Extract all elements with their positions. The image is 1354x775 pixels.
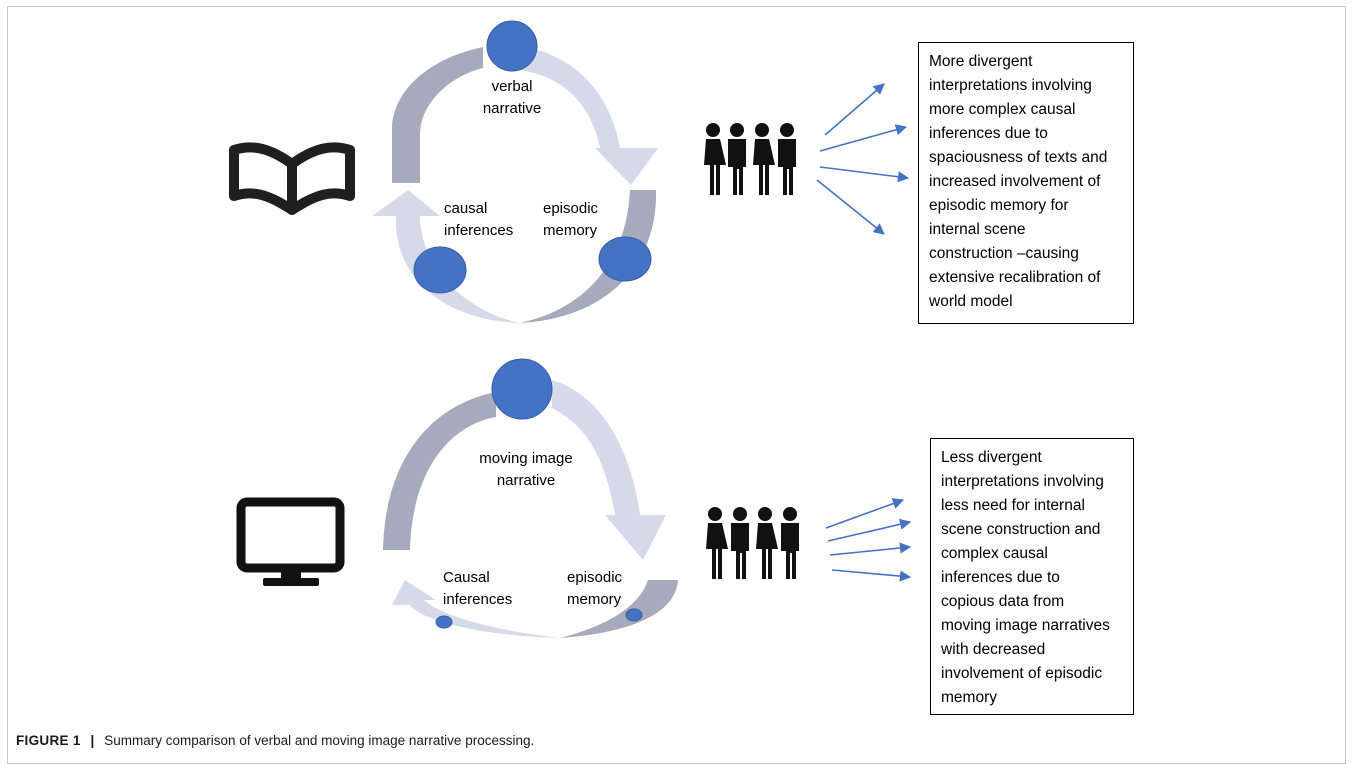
top-left-label-line1: causal <box>444 200 488 217</box>
bottom-node-causal-inferences <box>435 615 453 629</box>
figure-frame <box>7 6 1346 764</box>
bottom-node-moving-image-narrative <box>491 358 553 420</box>
bottom-node-episodic-memory <box>625 608 643 622</box>
caption-separator: | <box>90 733 95 748</box>
top-fan-arrow-4 <box>816 179 885 235</box>
top-fan-arrows <box>816 83 910 235</box>
bottom-description-line: scene construction and <box>941 521 1101 538</box>
bottom-description-line: less need for internal <box>941 497 1085 514</box>
bottom-description-line: copious data from <box>941 593 1065 610</box>
bottom-node-label-line1: moving image <box>479 450 573 467</box>
bottom-description-box: Less divergent interpretations involving… <box>930 438 1134 715</box>
bottom-cycle-ring <box>383 380 678 638</box>
top-node-label-line2: narrative <box>482 100 542 117</box>
top-description-line: extensive recalibration of <box>929 269 1101 286</box>
bottom-fan-arrow-4 <box>831 569 912 582</box>
top-left-label-line2: inferences <box>444 222 514 239</box>
bottom-description-line: inferences due to <box>941 569 1060 586</box>
open-book-icon <box>229 142 355 215</box>
top-description-line: episodic memory for <box>929 197 1069 214</box>
top-node-label-line1: verbal <box>491 78 533 95</box>
top-arc-left <box>392 47 483 183</box>
top-right-label-line1: episodic <box>543 200 599 217</box>
bottom-right-label-line1: episodic <box>567 569 623 586</box>
top-node-episodic-memory <box>598 236 652 282</box>
bottom-arrow-right <box>552 380 666 560</box>
bottom-arc-right-lower <box>560 580 678 638</box>
top-fan-arrow-2 <box>819 124 908 152</box>
top-node-verbal-narrative <box>486 20 538 72</box>
caption-text: Summary comparison of verbal and moving … <box>104 733 535 748</box>
bottom-left-label-line2: inferences <box>443 591 513 608</box>
top-description-line: increased involvement of <box>929 173 1101 190</box>
top-description-box: More divergent interpretations involving… <box>918 42 1134 324</box>
bottom-node-label-line2: narrative <box>496 472 556 489</box>
bottom-description-line: moving image narratives <box>941 617 1110 634</box>
bottom-description-line: involvement of episodic <box>941 665 1103 682</box>
top-description-line: internal scene <box>929 221 1026 238</box>
bottom-fan-arrow-3 <box>829 542 912 556</box>
bottom-fan-arrow-1 <box>825 498 905 529</box>
bottom-description-line: interpretations involving <box>941 473 1104 490</box>
top-description-line: spaciousness of texts and <box>929 149 1108 166</box>
bottom-description-line: complex causal <box>941 545 1048 562</box>
top-description-line: construction –causing <box>929 245 1079 262</box>
top-left-label: causal inferences <box>444 198 534 242</box>
bottom-description-line: memory <box>941 689 997 706</box>
bottom-left-label: Causal inferences <box>443 567 533 611</box>
top-description-line: world model <box>929 293 1013 310</box>
bottom-left-label-line1: Causal <box>443 569 490 586</box>
bottom-description-line: with decreased <box>941 641 1046 658</box>
bottom-fan-arrows <box>825 498 912 582</box>
bottom-node-label: moving image narrative <box>462 448 590 492</box>
figure-caption: FIGURE 1 | Summary comparison of verbal … <box>16 733 534 748</box>
top-description-line: more complex causal <box>929 101 1076 118</box>
top-description-line: inferences due to <box>929 125 1048 142</box>
monitor-icon <box>236 497 345 586</box>
top-node-causal-inferences <box>413 246 467 294</box>
top-right-label: episodic memory <box>543 198 623 242</box>
caption-label: FIGURE 1 <box>16 733 81 748</box>
top-node-label: verbal narrative <box>460 76 564 120</box>
people-group-icon-top <box>704 123 796 195</box>
bottom-right-label: episodic memory <box>567 567 647 611</box>
bottom-arc-left <box>383 392 496 550</box>
people-group-icon-bottom <box>706 507 799 579</box>
top-arc-bottom <box>372 190 520 323</box>
top-description-line: More divergent <box>929 53 1033 70</box>
top-arrow-right <box>520 46 658 185</box>
bottom-arc-bottom <box>392 580 560 638</box>
top-fan-arrow-3 <box>819 166 910 183</box>
bottom-fan-arrow-2 <box>827 518 912 542</box>
bottom-right-label-line2: memory <box>567 591 622 608</box>
top-right-label-line2: memory <box>543 222 598 239</box>
top-fan-arrow-1 <box>824 83 885 136</box>
top-description-line: interpretations involving <box>929 77 1092 94</box>
bottom-description-line: Less divergent <box>941 449 1042 466</box>
